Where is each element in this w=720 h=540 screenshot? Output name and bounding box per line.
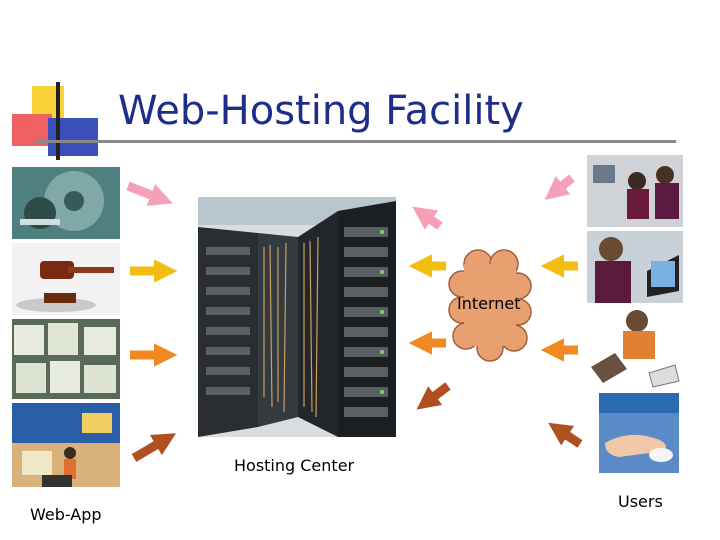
users-images <box>587 155 683 473</box>
webapp-images <box>12 167 120 487</box>
students-at-computers-photo <box>587 155 683 227</box>
slide-title: Web-Hosting Facility <box>118 88 524 134</box>
film-reel-photo <box>12 167 120 239</box>
internet-label: Internet <box>457 294 521 313</box>
hand-on-mouse-photo <box>599 393 679 473</box>
arrow-users-brown <box>548 422 583 448</box>
arrow-webapp-brown <box>131 433 177 462</box>
arrow-users-pink <box>544 174 575 200</box>
arrow-webapp-pink <box>126 181 173 206</box>
webapp-label: Web-App <box>30 505 102 524</box>
woman-with-laptop-photo <box>587 231 683 303</box>
money-stack-photo <box>12 319 120 399</box>
server-racks-photo <box>198 197 396 437</box>
arrow-internet-brown <box>416 382 451 410</box>
internet-cloud <box>448 249 532 362</box>
arrow-internet-pink <box>412 206 443 230</box>
man-with-laptop-photo <box>587 307 683 388</box>
shop-interior-photo <box>12 403 120 487</box>
users-label: Users <box>618 492 663 511</box>
hosting-center-label: Hosting Center <box>234 456 355 475</box>
gavel-photo <box>12 243 120 315</box>
